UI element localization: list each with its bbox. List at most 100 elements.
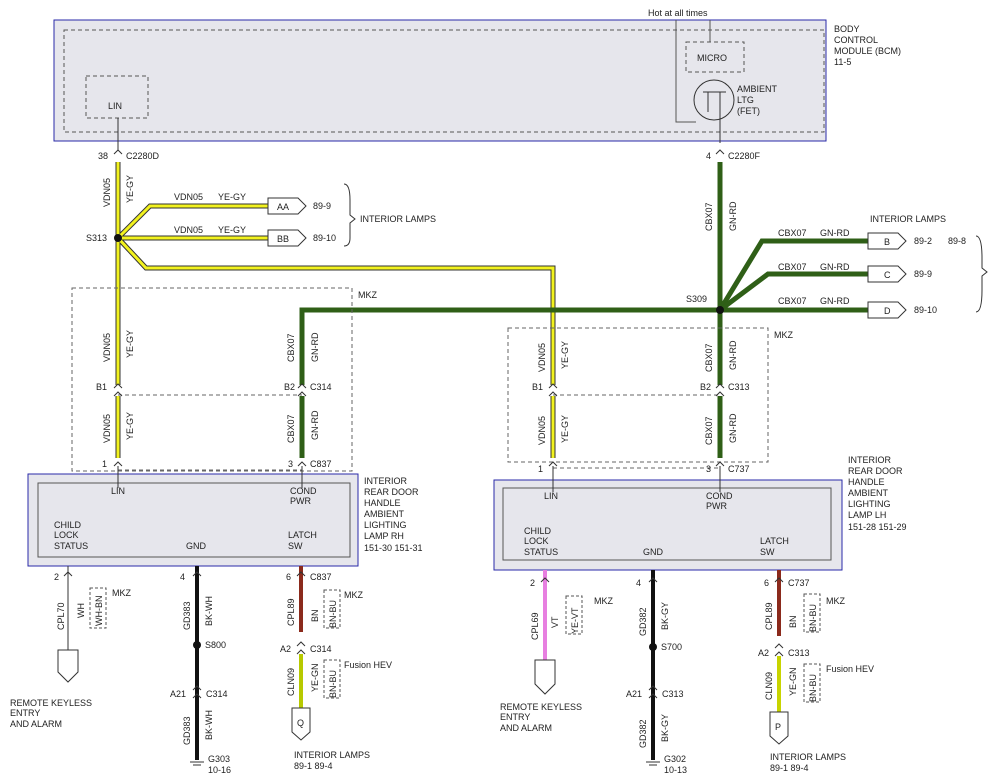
label-bottom-il_ref: 89-1 89-4	[294, 761, 333, 771]
label-wires-bkwh: BK-WH	[204, 710, 214, 740]
wire-yegy-top: YE-GY	[125, 175, 135, 203]
splice-s309-label: S309	[686, 294, 707, 304]
mkz-region-right	[507, 327, 769, 463]
label-wires-gd382: GD382	[638, 719, 648, 748]
label-connectors-c_ref: 89-9	[914, 269, 932, 279]
conn-c2280f: C2280F	[728, 151, 761, 161]
wire-gnrd-mid-l: GN-RD	[310, 332, 320, 362]
splice-s313-label: S313	[86, 233, 107, 243]
pin-b2-r: B2	[700, 382, 711, 392]
label-pins-p4r: 4	[636, 578, 641, 588]
label-rh_module-lin: LIN	[111, 486, 125, 496]
label-rh_module-t2: REAR DOOR	[364, 487, 419, 497]
yellow-wire-group	[115, 162, 556, 458]
label-wires-cpl89: CPL89	[286, 598, 296, 626]
wire-vdn05-top: VDN05	[102, 178, 112, 207]
wire-vdn05-low-r: VDN05	[537, 416, 547, 445]
wire-vdn05-mid-r: VDN05	[537, 343, 547, 372]
conn-c837: C837	[310, 459, 332, 469]
label-pins-c313c: C313	[662, 689, 684, 699]
label-wires-yegn: YE-GN	[788, 667, 798, 696]
label-wires-cpl69: CPL69	[530, 612, 540, 640]
label-connectors-aa_ref: 89-9	[313, 201, 331, 211]
interior-lamps-right: INTERIOR LAMPS	[870, 214, 946, 224]
pin-4-top: 4	[706, 151, 711, 161]
pin-38: 38	[98, 151, 108, 161]
label-connectors-b_ref2: 89-8	[948, 236, 966, 246]
pin-1: 1	[102, 459, 107, 469]
label-bottom-ilr_ref: 89-1 89-4	[770, 763, 809, 773]
label-notes-mkz_wh: MKZ	[112, 588, 132, 598]
label-bottom-il: INTERIOR LAMPS	[294, 750, 370, 760]
label-lh_module-t4: AMBIENT	[848, 488, 889, 498]
bcm-module: LIN MICRO AMBIENT LTG (FET) BODY CONTROL…	[53, 19, 901, 143]
label-rh_module-t4: AMBIENT	[364, 509, 405, 519]
wire-cbx07-mid-r: CBX07	[704, 343, 714, 372]
mkz-label-right: MKZ	[774, 330, 794, 340]
wire-yegy-low-r: YE-GY	[560, 415, 570, 443]
wire-vdn05-aa: VDN05	[174, 192, 203, 202]
label-lh_module-t6: LAMP LH	[848, 510, 886, 520]
connector-b: B 89-2 89-8	[867, 232, 966, 250]
label-lh_module-t1: INTERIOR	[848, 455, 892, 465]
mkz-label-left: MKZ	[358, 290, 378, 300]
wire-yegy-mid-l: YE-GY	[125, 330, 135, 358]
label-connectors-b: B	[884, 237, 890, 247]
label-notes-fusion: Fusion HEV	[344, 660, 392, 670]
label-lh_module-lin: LIN	[544, 491, 558, 501]
wire-vdn05-bb: VDN05	[174, 225, 203, 235]
label-connectors-aa: AA	[277, 202, 289, 212]
label-splices-s700: S700	[661, 642, 682, 652]
label-connectors-bb_ref: 89-10	[313, 233, 336, 243]
label-rh_module-sw: SW	[288, 541, 303, 551]
label-lh_module-pwr: PWR	[706, 501, 727, 511]
green-wire-group	[299, 162, 868, 458]
label-notes-mkz_vt: MKZ	[594, 596, 614, 606]
label-wires-bn: BN	[788, 615, 798, 628]
connector-bb: BB 89-10	[267, 229, 336, 247]
bcm-lin-label: LIN	[108, 101, 122, 111]
label-wires-cpl89: CPL89	[764, 602, 774, 630]
pin-b1-r: B1	[532, 382, 543, 392]
label-wires-bnbu: BN-BU	[808, 604, 818, 632]
bcm-title-3: MODULE (BCM)	[834, 46, 901, 56]
label-rh_module-t3: HANDLE	[364, 498, 401, 508]
wire-cbx07-c: CBX07	[778, 262, 807, 272]
label-bottom-rke1r: REMOTE KEYLESS	[500, 702, 582, 712]
label-bottom-rke3r: AND ALARM	[500, 723, 552, 733]
conn-c737: C737	[728, 464, 750, 474]
label-wires-cln09: CLN09	[286, 668, 296, 696]
label-pins-p2: 2	[54, 572, 59, 582]
mkz-region-left	[71, 287, 353, 472]
fet-symbol	[693, 79, 735, 121]
label-wires-whbn: WH-BN	[94, 596, 104, 627]
wire-cbx07-low-l: CBX07	[286, 414, 296, 443]
label-bottom-rke1: REMOTE KEYLESS	[10, 698, 92, 708]
label-rh_module-status: STATUS	[54, 541, 88, 551]
label-pins-c313b: C313	[788, 648, 810, 658]
wire-vdn05-low-l: VDN05	[102, 414, 112, 443]
label-pins-a21: A21	[170, 689, 186, 699]
label-connectors-b_ref: 89-2	[914, 236, 932, 246]
wire-gnrd-b: GN-RD	[820, 228, 850, 238]
label-notes-mkz_bn: MKZ	[344, 590, 364, 600]
label-wires-bkwh: BK-WH	[204, 596, 214, 626]
rh-bottom-circuits: 2 CPL70 WH WH-BN MKZ REMOTE KEYLESS ENTR…	[10, 566, 392, 775]
label-wires-bkgy: BK-GY	[660, 602, 670, 630]
label-bottom-rke2: ENTRY	[10, 708, 40, 718]
label-connectors-d: D	[884, 306, 891, 316]
label-pins-c314c: C314	[206, 689, 228, 699]
connector-c: C 89-9	[867, 265, 932, 283]
label-lh_module-cond: COND	[706, 491, 733, 501]
wire-yegy-aa: YE-GY	[218, 192, 246, 202]
label-bottom-g302_ref: 10-13	[664, 765, 687, 775]
connector-d: D 89-10	[867, 301, 937, 319]
label-wires-bnbu: BN-BU	[328, 600, 338, 628]
label-pins-p6: 6	[286, 572, 291, 582]
connector-aa: AA 89-9	[267, 197, 331, 215]
hot-label: Hot at all times	[648, 8, 708, 18]
wire-cbx07-mid-l: CBX07	[286, 333, 296, 362]
label-pins-p2r: 2	[530, 578, 535, 588]
label-wires-cln09: CLN09	[764, 672, 774, 700]
label-pins-a21r: A21	[626, 689, 642, 699]
